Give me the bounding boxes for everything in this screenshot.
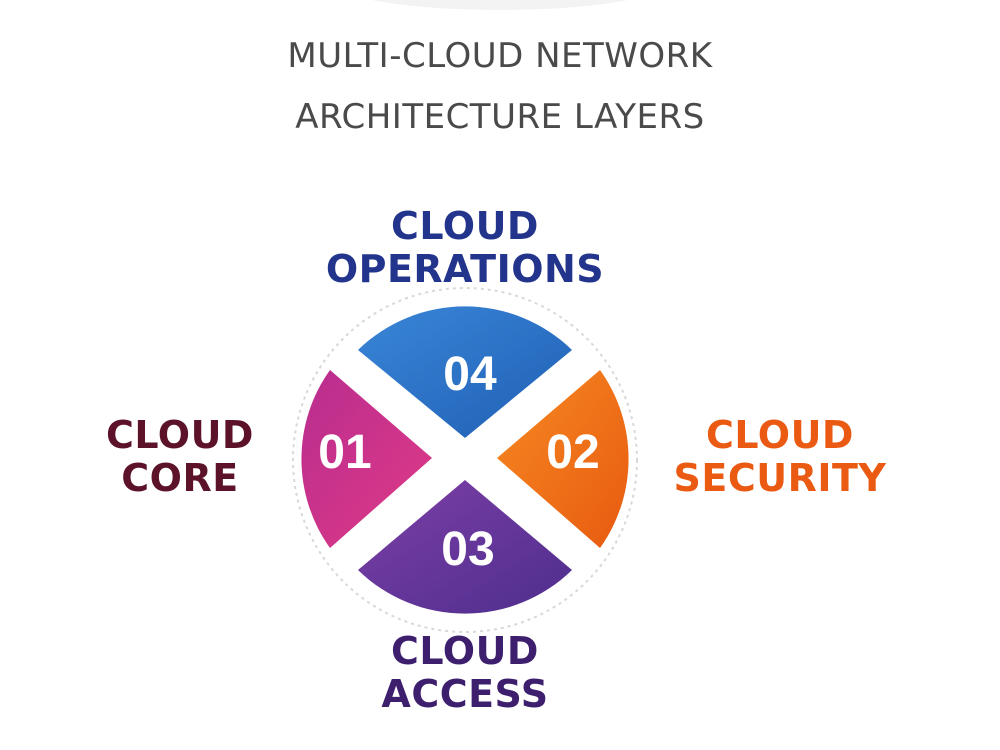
- label-cloud-access: CLOUD ACCESS: [300, 630, 630, 716]
- segment-operations: [358, 306, 572, 438]
- segment-security: [497, 370, 629, 548]
- outer-dashed-ring: [292, 287, 638, 633]
- segment-number-access: 03: [441, 523, 494, 576]
- title-line-2: ARCHITECTURE LAYERS: [295, 97, 705, 137]
- label-core-line1: CLOUD: [106, 413, 254, 457]
- title-line-1: MULTI-CLOUD NETWORK: [287, 36, 713, 76]
- label-operations-line1: CLOUD: [391, 204, 539, 248]
- label-access-line1: CLOUD: [391, 629, 539, 673]
- label-security-line1: CLOUD: [706, 413, 854, 457]
- top-decoration: [340, 0, 660, 10]
- segment-number-security: 02: [546, 426, 599, 479]
- segment-number-core: 01: [318, 426, 371, 479]
- label-cloud-core: CLOUD CORE: [70, 414, 290, 500]
- segment-number-operations: 04: [443, 348, 497, 401]
- label-security-line2: SECURITY: [673, 456, 887, 500]
- label-operations-line2: OPERATIONS: [325, 247, 605, 291]
- segment-access: [358, 480, 572, 614]
- label-access-line2: ACCESS: [381, 672, 549, 716]
- label-cloud-security: CLOUD SECURITY: [655, 414, 905, 500]
- label-core-line2: CORE: [121, 456, 239, 500]
- label-cloud-operations: CLOUD OPERATIONS: [300, 205, 630, 291]
- segment-core: [301, 370, 432, 548]
